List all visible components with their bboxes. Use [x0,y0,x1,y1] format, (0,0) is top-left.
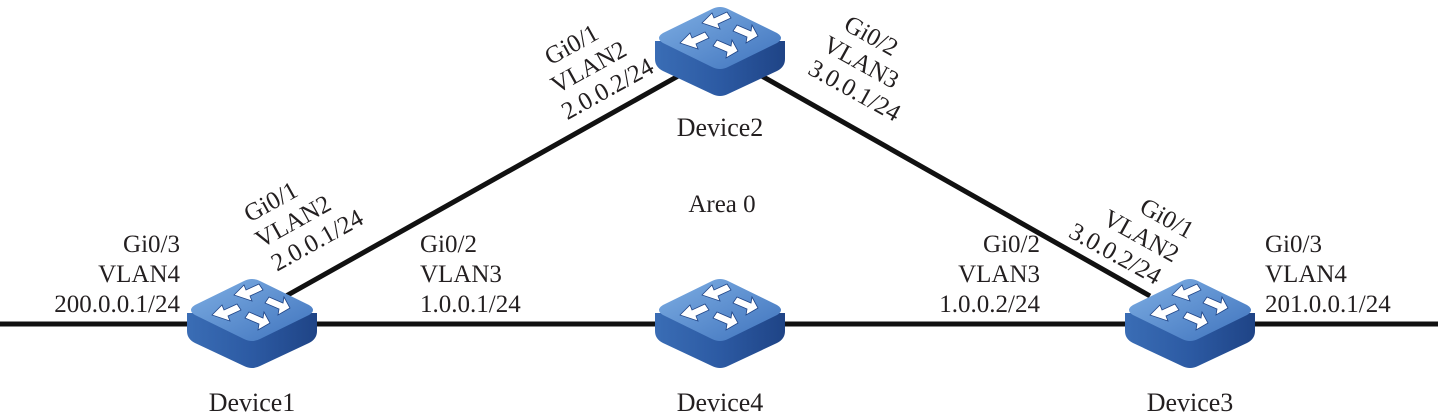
vlan-label: VLAN4 [1265,261,1347,288]
links [0,72,1438,327]
interface-label-d3-gi03: Gi0/3 VLAN4 201.0.0.1/24 [1265,231,1391,318]
interface-label-d1-gi03: Gi0/3 VLAN4 200.0.0.1/24 [54,231,180,318]
vlan-label: VLAN3 [420,261,502,288]
ip-label: 1.0.0.2/24 [939,291,1040,318]
device-label: Device2 [677,113,764,142]
area-label: Area 0 [688,191,755,218]
interface-label-d3-gi01: Gi0/1 VLAN2 3.0.0.2/24 [1064,193,1198,290]
interface-label-d1-gi02: Gi0/2 VLAN3 1.0.0.1/24 [420,231,521,318]
port-label: Gi0/3 [123,231,180,258]
port-label: Gi0/2 [420,231,477,258]
interface-label-d3-gi02: Gi0/2 VLAN3 1.0.0.2/24 [939,231,1040,318]
port-label: Gi0/3 [1265,231,1322,258]
port-label: Gi0/2 [983,231,1040,258]
interface-label-d2-gi01: Gi0/1 VLAN2 2.0.0.2/24 [540,20,658,126]
link-device1-device2 [284,72,682,299]
link-device2-device3 [758,72,1152,299]
ip-label: 1.0.0.1/24 [420,291,521,318]
ip-label: 201.0.0.1/24 [1265,291,1391,318]
device-label: Device4 [677,388,764,413]
device3[interactable]: Device3 [1124,278,1256,413]
device1[interactable]: Device1 [186,278,318,413]
switch-icon [654,278,786,369]
vlan-label: VLAN3 [958,261,1040,288]
device-label: Device1 [209,388,296,413]
device-label: Device3 [1147,388,1234,413]
device2[interactable]: Device2 [654,6,786,142]
switch-icon [654,6,786,97]
ip-label: 200.0.0.1/24 [54,291,180,318]
vlan-label: VLAN4 [98,261,180,288]
device4[interactable]: Device4 [654,278,786,413]
